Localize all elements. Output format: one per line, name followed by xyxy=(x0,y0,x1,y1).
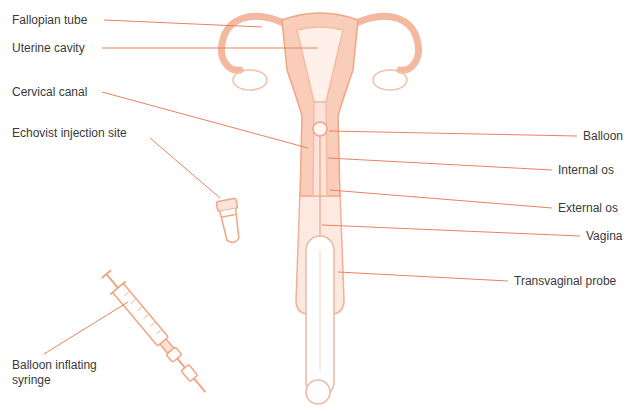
part-label: Cervical canal xyxy=(12,85,87,100)
leader-line xyxy=(338,272,508,281)
leader-line xyxy=(102,92,308,148)
part-label: Echovist injection site xyxy=(12,126,127,141)
leader-line xyxy=(322,225,580,236)
fallopian-tube xyxy=(221,16,286,70)
part-label: Fallopian tube xyxy=(12,13,87,28)
part-label: Balloon inflating syringe xyxy=(12,358,112,388)
fallopian-tube xyxy=(354,16,419,70)
leader-lines xyxy=(44,20,580,354)
transvaginal-probe xyxy=(306,236,334,396)
leader-line xyxy=(329,131,577,136)
probe-shaft xyxy=(320,250,321,370)
leader-line xyxy=(104,20,262,27)
uterine-cavity xyxy=(297,27,343,102)
part-label: Internal os xyxy=(558,163,614,178)
part-label: Transvaginal probe xyxy=(514,274,616,289)
probe-handle xyxy=(306,380,330,404)
injection-site xyxy=(216,198,243,244)
part-label: Uterine cavity xyxy=(12,41,85,56)
catheter xyxy=(319,136,320,250)
part-label: External os xyxy=(558,201,618,216)
leader-line xyxy=(330,190,552,208)
balloon xyxy=(313,122,327,136)
leader-line xyxy=(328,158,552,170)
ovary xyxy=(373,70,407,90)
ovary xyxy=(233,70,267,90)
balloon-syringe xyxy=(99,268,213,399)
part-label: Vagina xyxy=(586,229,622,244)
leader-line xyxy=(44,302,128,354)
leader-line xyxy=(150,138,220,198)
part-label: Balloon xyxy=(583,129,623,144)
leader-line xyxy=(102,48,318,49)
